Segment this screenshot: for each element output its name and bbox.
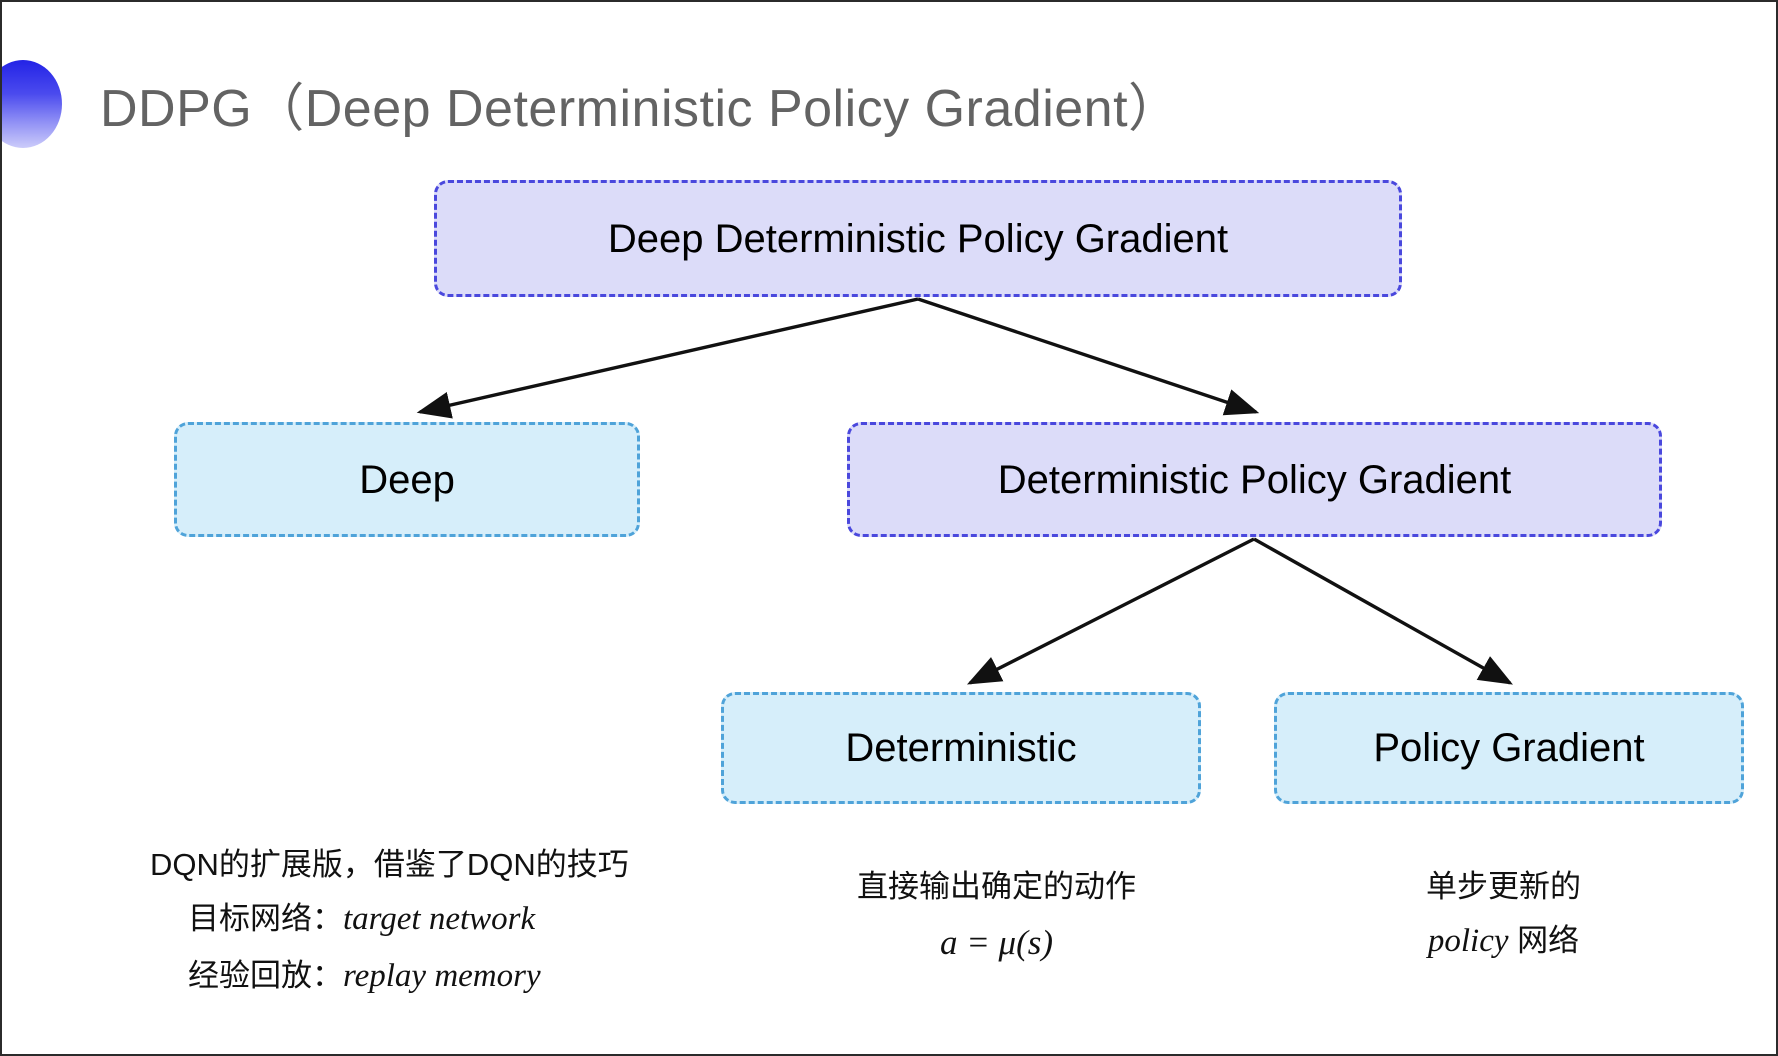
caption-policy-gradient-line1: 单步更新的 [1426,869,1581,904]
node-deep-deterministic-policy-gradient[interactable]: Deep Deterministic Policy Gradient [434,180,1402,297]
edge-root-to-dpg [917,297,1260,416]
node-deterministic-policy-gradient[interactable]: Deterministic Policy Gradient [847,422,1662,537]
caption-deep-line3-term: replay memory [343,958,541,995]
caption-deterministic: 直接输出确定的动作 a = μ(s) [857,860,1136,974]
node-label: Deterministic Policy Gradient [997,457,1512,502]
caption-deep-line3: 经验回放：replay memory [150,948,629,1005]
caption-policy-gradient-term: policy [1427,923,1509,960]
caption-policy-gradient-line2: policy 网络 [1426,913,1581,970]
page-title: DDPG（Deep Deterministic Policy Gradient） [100,80,1181,138]
edge-dpg-to-policy-gradient [1253,537,1513,685]
gradient-circle-bullet-icon [2,60,62,148]
node-deep[interactable]: Deep [174,422,640,537]
caption-deep-line1: DQN的扩展版，借鉴了DQN的技巧 [150,847,629,882]
edge-dpg-to-deterministic [966,537,1255,685]
caption-deep-line3-label: 经验回放： [188,958,343,994]
node-label: Policy Gradient [1373,726,1645,770]
caption-policy-gradient-suffix: 网络 [1508,923,1580,959]
node-label: Deterministic [845,726,1077,770]
node-policy-gradient[interactable]: Policy Gradient [1274,692,1744,804]
caption-deterministic-line1: 直接输出确定的动作 [857,869,1136,904]
caption-deep: DQN的扩展版，借鉴了DQN的技巧 目标网络：target network 经验… [150,838,629,1005]
edge-root-to-deep [416,297,919,419]
caption-deep-line2-label: 目标网络： [188,901,343,937]
node-label: Deep Deterministic Policy Gradient [607,216,1229,261]
caption-deep-line2: 目标网络：target network [150,891,629,948]
caption-deterministic-formula: a = μ(s) [939,923,1054,963]
caption-deep-line2-term: target network [343,901,536,938]
node-label: Deep [359,457,455,502]
node-deterministic[interactable]: Deterministic [721,692,1201,804]
caption-policy-gradient: 单步更新的 policy 网络 [1426,860,1581,970]
